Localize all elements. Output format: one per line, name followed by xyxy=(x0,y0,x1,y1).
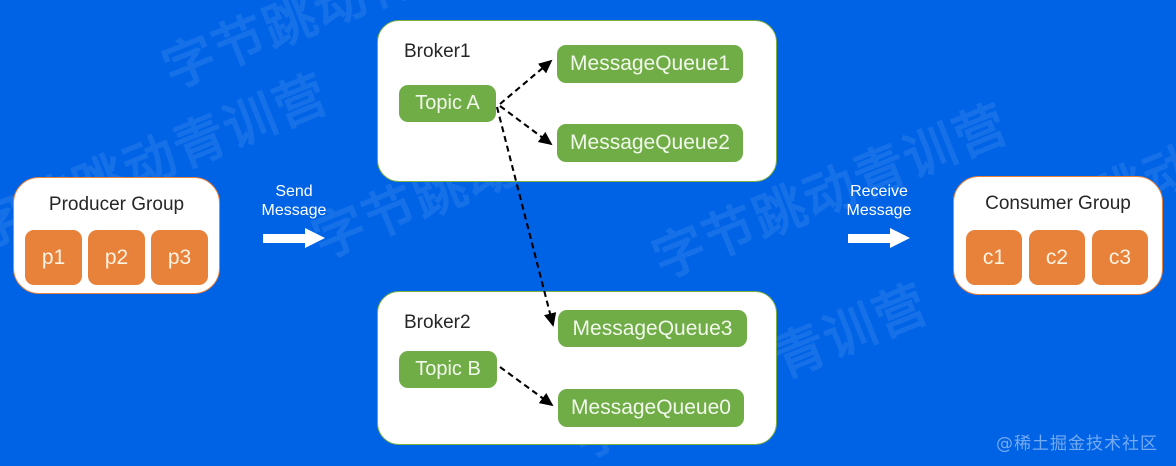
send-message-flow: Send Message xyxy=(246,182,342,248)
message-queue-2-box[interactable]: MessageQueue2 xyxy=(557,124,743,162)
receive-message-flow: Receive Message xyxy=(831,182,927,248)
send-arrow-right-icon xyxy=(263,228,325,248)
consumer-c3[interactable]: c3 xyxy=(1092,230,1148,285)
broker1-title: Broker1 xyxy=(404,41,471,62)
producer-p1[interactable]: p1 xyxy=(25,230,82,285)
producer-p2[interactable]: p2 xyxy=(88,230,145,285)
consumer-group-title: Consumer Group xyxy=(985,193,1131,214)
message-queue-0-box[interactable]: MessageQueue0 xyxy=(558,389,744,427)
receive-flow-line2: Message xyxy=(846,202,912,219)
receive-flow-line1: Receive xyxy=(850,183,908,200)
topic-a-box[interactable]: Topic A xyxy=(399,85,496,122)
broker2-title: Broker2 xyxy=(404,312,471,333)
topic-b-box[interactable]: Topic B xyxy=(399,351,497,388)
consumer-c1[interactable]: c1 xyxy=(966,230,1022,285)
message-queue-1-box[interactable]: MessageQueue1 xyxy=(557,45,743,83)
receive-arrow-right-icon xyxy=(848,228,910,248)
producer-p3[interactable]: p3 xyxy=(151,230,208,285)
message-queue-3-box[interactable]: MessageQueue3 xyxy=(558,310,747,347)
consumer-c2[interactable]: c2 xyxy=(1029,230,1085,285)
send-flow-line1: Send xyxy=(275,183,313,200)
send-flow-line2: Message xyxy=(261,202,327,219)
producer-group-title: Producer Group xyxy=(48,194,185,215)
credit-watermark: @稀土掘金技术社区 xyxy=(996,434,1158,454)
